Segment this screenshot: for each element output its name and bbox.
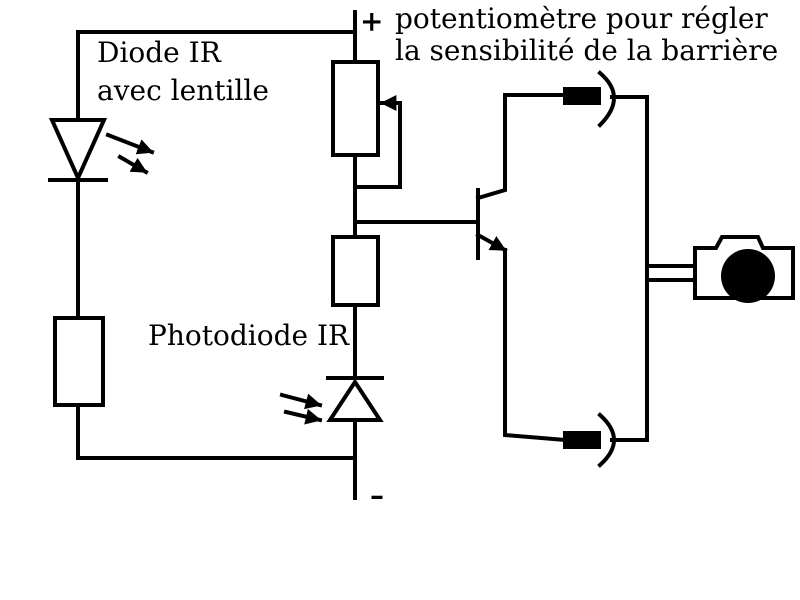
emitter-wire [503, 248, 568, 443]
ir-emission-arrow-1 [105, 132, 155, 155]
potentiometer-body [331, 60, 380, 157]
photodiode [279, 376, 384, 425]
left-resistor [53, 316, 105, 407]
collector-wire [475, 93, 567, 201]
potentiometer-label-line2: la sensibilité de la barrière [395, 34, 778, 67]
negative-terminal-label: – [370, 479, 384, 512]
ir-diode-triangle [48, 118, 108, 183]
camera-cable-wire [645, 264, 695, 282]
camera-cable-loop [610, 95, 649, 442]
camera-icon [693, 235, 795, 303]
connector-top-socket [597, 70, 616, 128]
photodiode-light-arrow-2 [283, 408, 323, 425]
wires [76, 10, 695, 500]
transistor-emitter-arrow [475, 232, 508, 253]
ir-diode [48, 118, 155, 183]
connector-bottom [563, 412, 616, 468]
middle-resistor [331, 235, 380, 307]
bottom-rail-wire [76, 403, 357, 460]
connector-bottom-socket [597, 412, 616, 468]
ir-diode-label-line2: avec lentille [97, 74, 269, 107]
connector-top-plug [563, 87, 601, 105]
ir-emission-arrow-2 [117, 154, 149, 175]
photodiode-triangle [326, 378, 384, 422]
transistor [475, 188, 508, 260]
positive-terminal-label: + [360, 5, 383, 38]
connector-bottom-plug [563, 431, 601, 449]
camera-lens [721, 249, 775, 303]
ir-diode-label-line1: Diode IR [97, 36, 222, 69]
photodiode-light-arrow-1 [279, 392, 323, 410]
connector-top [563, 70, 616, 128]
wiper-loop-wire [355, 101, 402, 189]
photodiode-label: Photodiode IR [148, 319, 350, 352]
potentiometer-label-line1: potentiomètre pour régler [395, 2, 768, 35]
potentiometer [331, 60, 402, 157]
